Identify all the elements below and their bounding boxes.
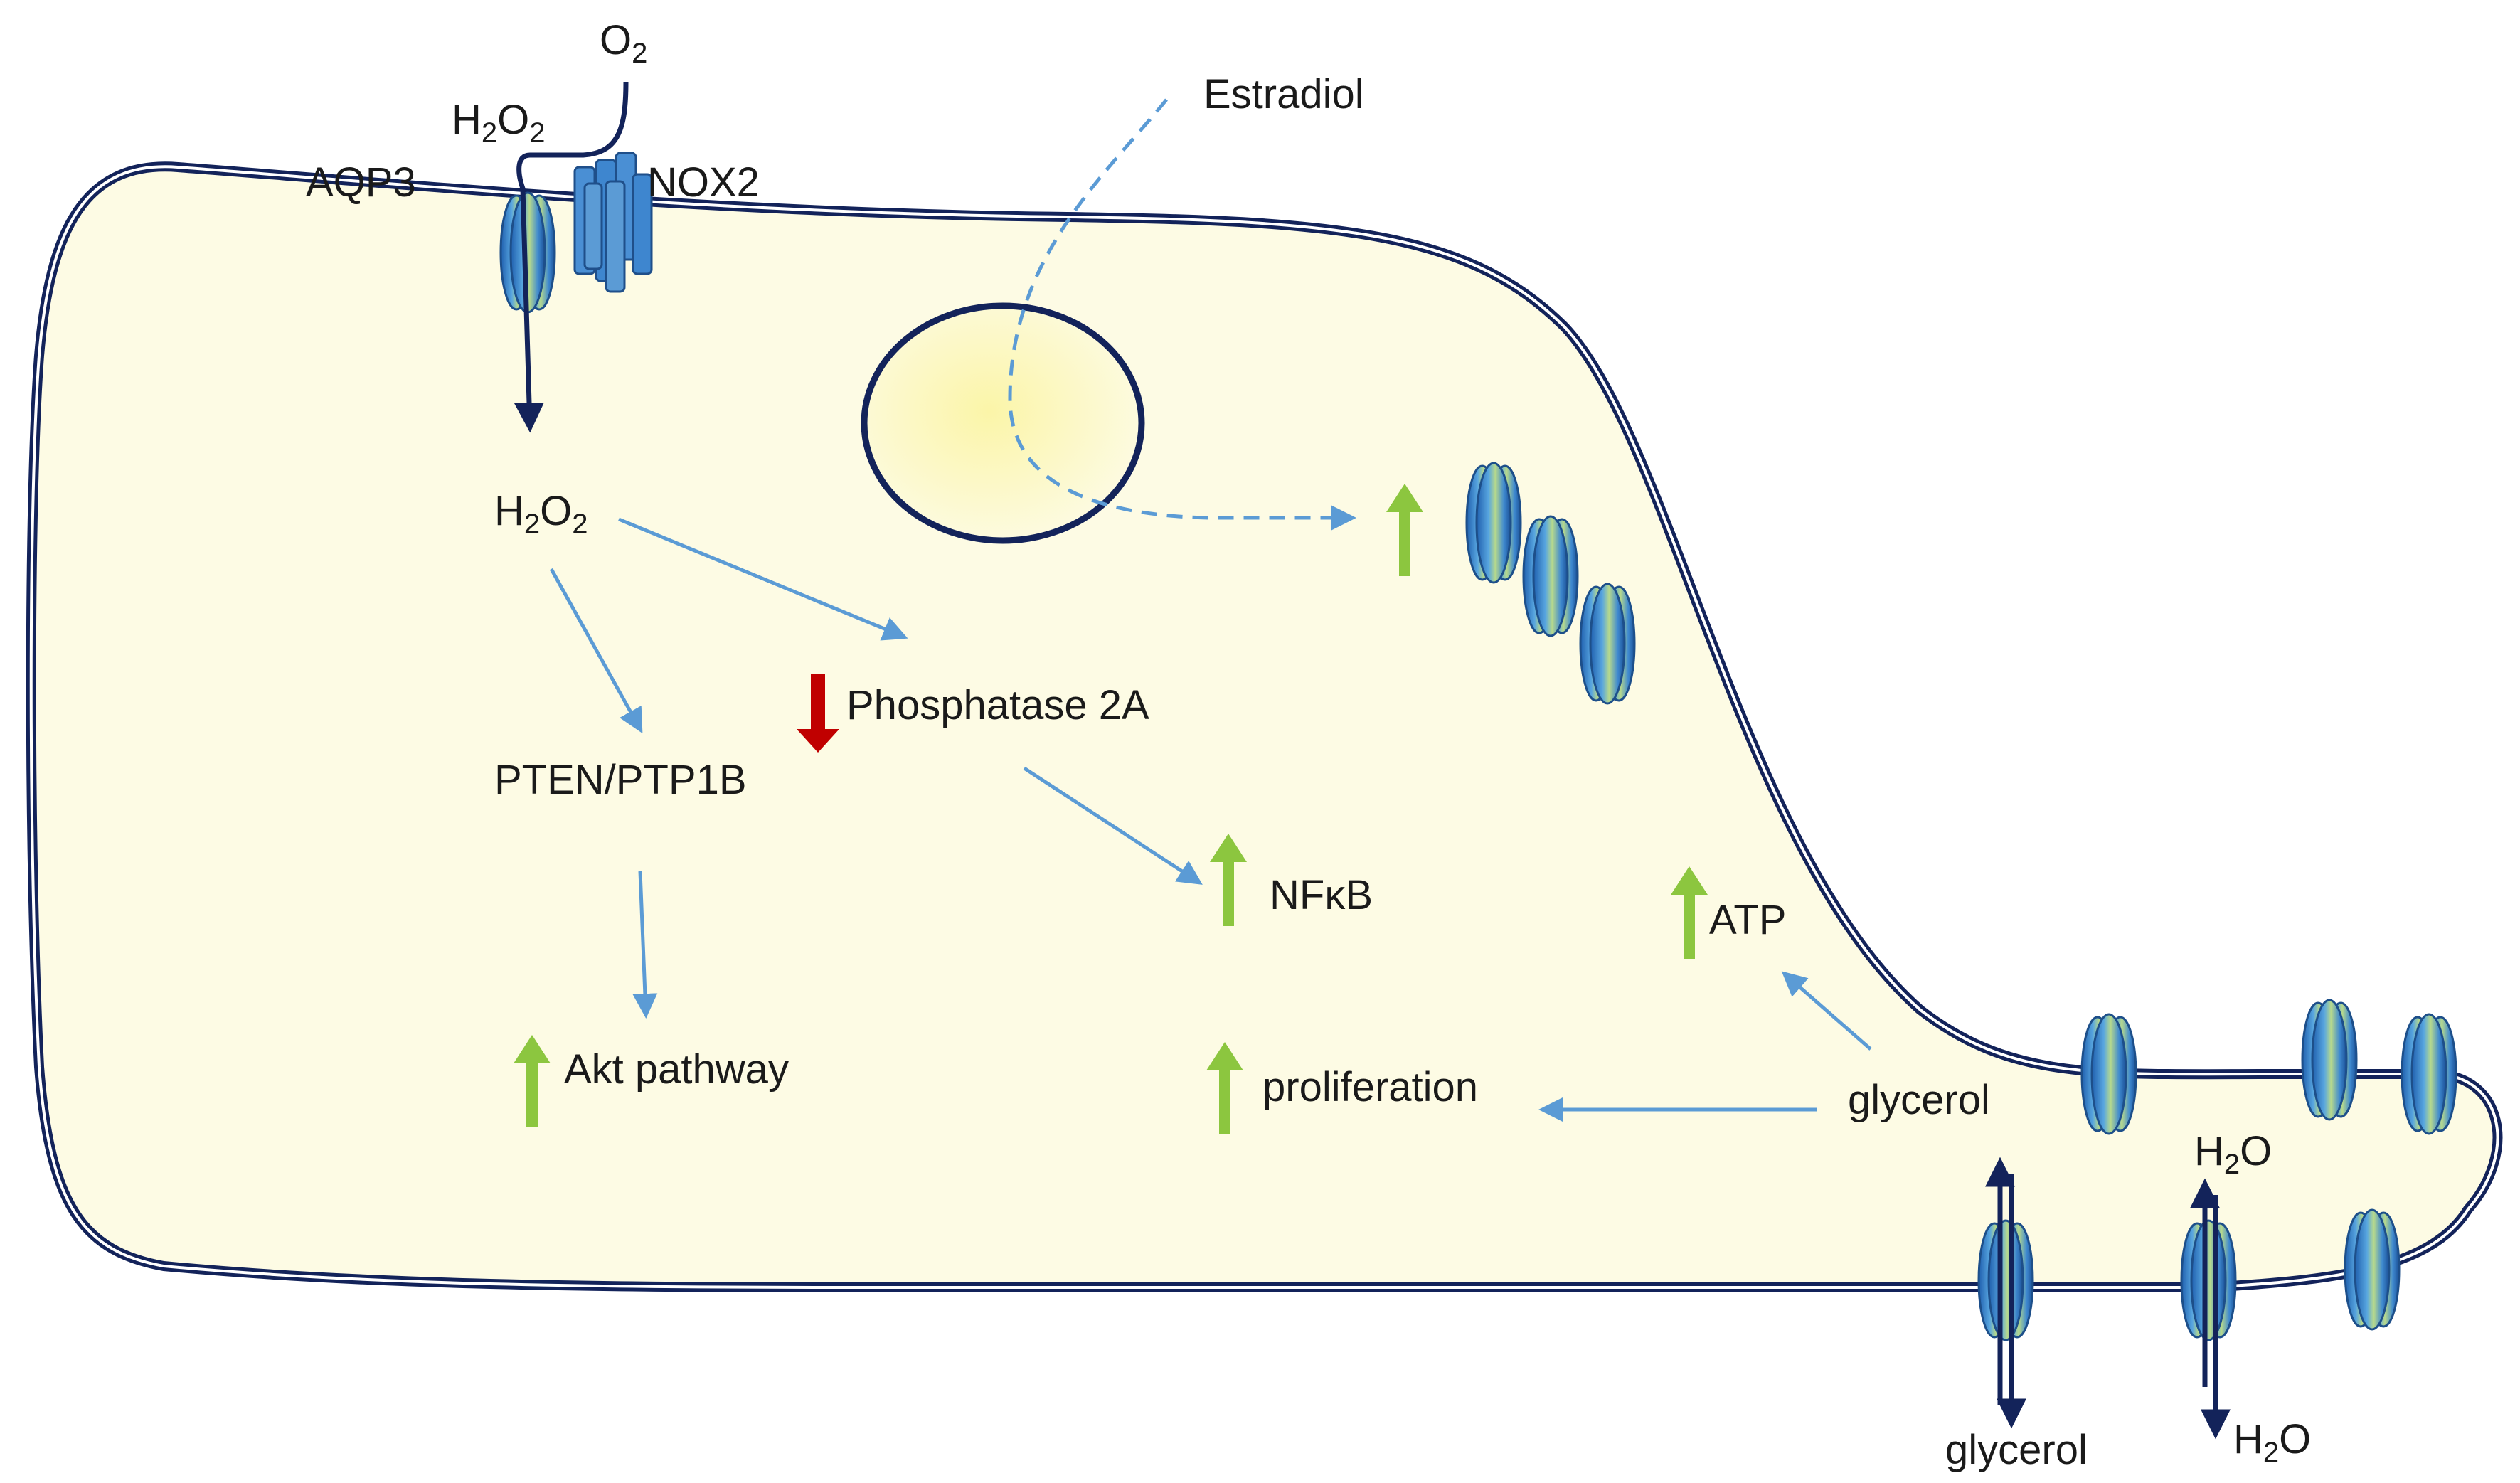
down-arrow-phosphatase	[797, 674, 839, 753]
aqp3-channel-bottom-right	[2344, 1208, 2401, 1331]
nox2-complex	[573, 152, 653, 293]
label-o2: O2	[600, 17, 648, 69]
pathway-arrows	[549, 517, 1872, 1122]
label-h2o2-inside: H2O2	[494, 488, 588, 540]
arrow-glycerol-to-atp	[1781, 971, 1872, 1051]
label-phosphatase-2a: Phosphatase 2A	[846, 682, 1149, 728]
aqp3-channel-glycerol	[1977, 1219, 2034, 1341]
glycerol-transport-arrows	[1985, 1157, 2026, 1429]
label-nfkb: NFκB	[1270, 872, 1373, 918]
label-proliferation: proliferation	[1262, 1064, 1479, 1110]
aqp3-channel-slope-1	[1465, 462, 1522, 584]
aqp3-channel-slope-3	[1579, 583, 1636, 705]
aqp3-channel-right-3	[2401, 1013, 2457, 1135]
o2-to-h2o2-path	[514, 81, 629, 433]
label-akt-pathway: Akt pathway	[564, 1046, 789, 1093]
label-glycerol-outside: glycerol	[1945, 1427, 2088, 1473]
label-h2o-upper: H2O	[2194, 1128, 2272, 1180]
arrow-pten-to-akt	[632, 871, 658, 1019]
arrow-phosphatase-to-nfkb	[1023, 766, 1203, 885]
label-glycerol-inside: glycerol	[1848, 1077, 1990, 1123]
aqp3-channel-slope-2	[1522, 515, 1579, 637]
water-transport-arrows	[2190, 1178, 2231, 1440]
aqp3-channel-right-2	[2301, 999, 2358, 1121]
aqp3-channel-right-1	[2080, 1013, 2137, 1135]
label-estradiol: Estradiol	[1203, 71, 1364, 117]
aqp3-channel-water	[2180, 1219, 2237, 1341]
label-h2o2-outside: H2O2	[452, 97, 546, 149]
label-pten-ptp1b: PTEN/PTP1B	[494, 757, 747, 803]
label-atp: ATP	[1709, 897, 1787, 943]
estradiol-dashed-arrow	[1008, 98, 1356, 531]
label-nox2: NOX2	[647, 159, 760, 206]
arrow-h2o2-to-phosphatase	[618, 517, 908, 641]
arrow-h2o2-to-pten	[549, 568, 643, 734]
label-h2o-lower: H2O	[2233, 1416, 2312, 1468]
label-aqp3: AQP3	[306, 159, 416, 206]
nucleus	[861, 302, 1145, 544]
